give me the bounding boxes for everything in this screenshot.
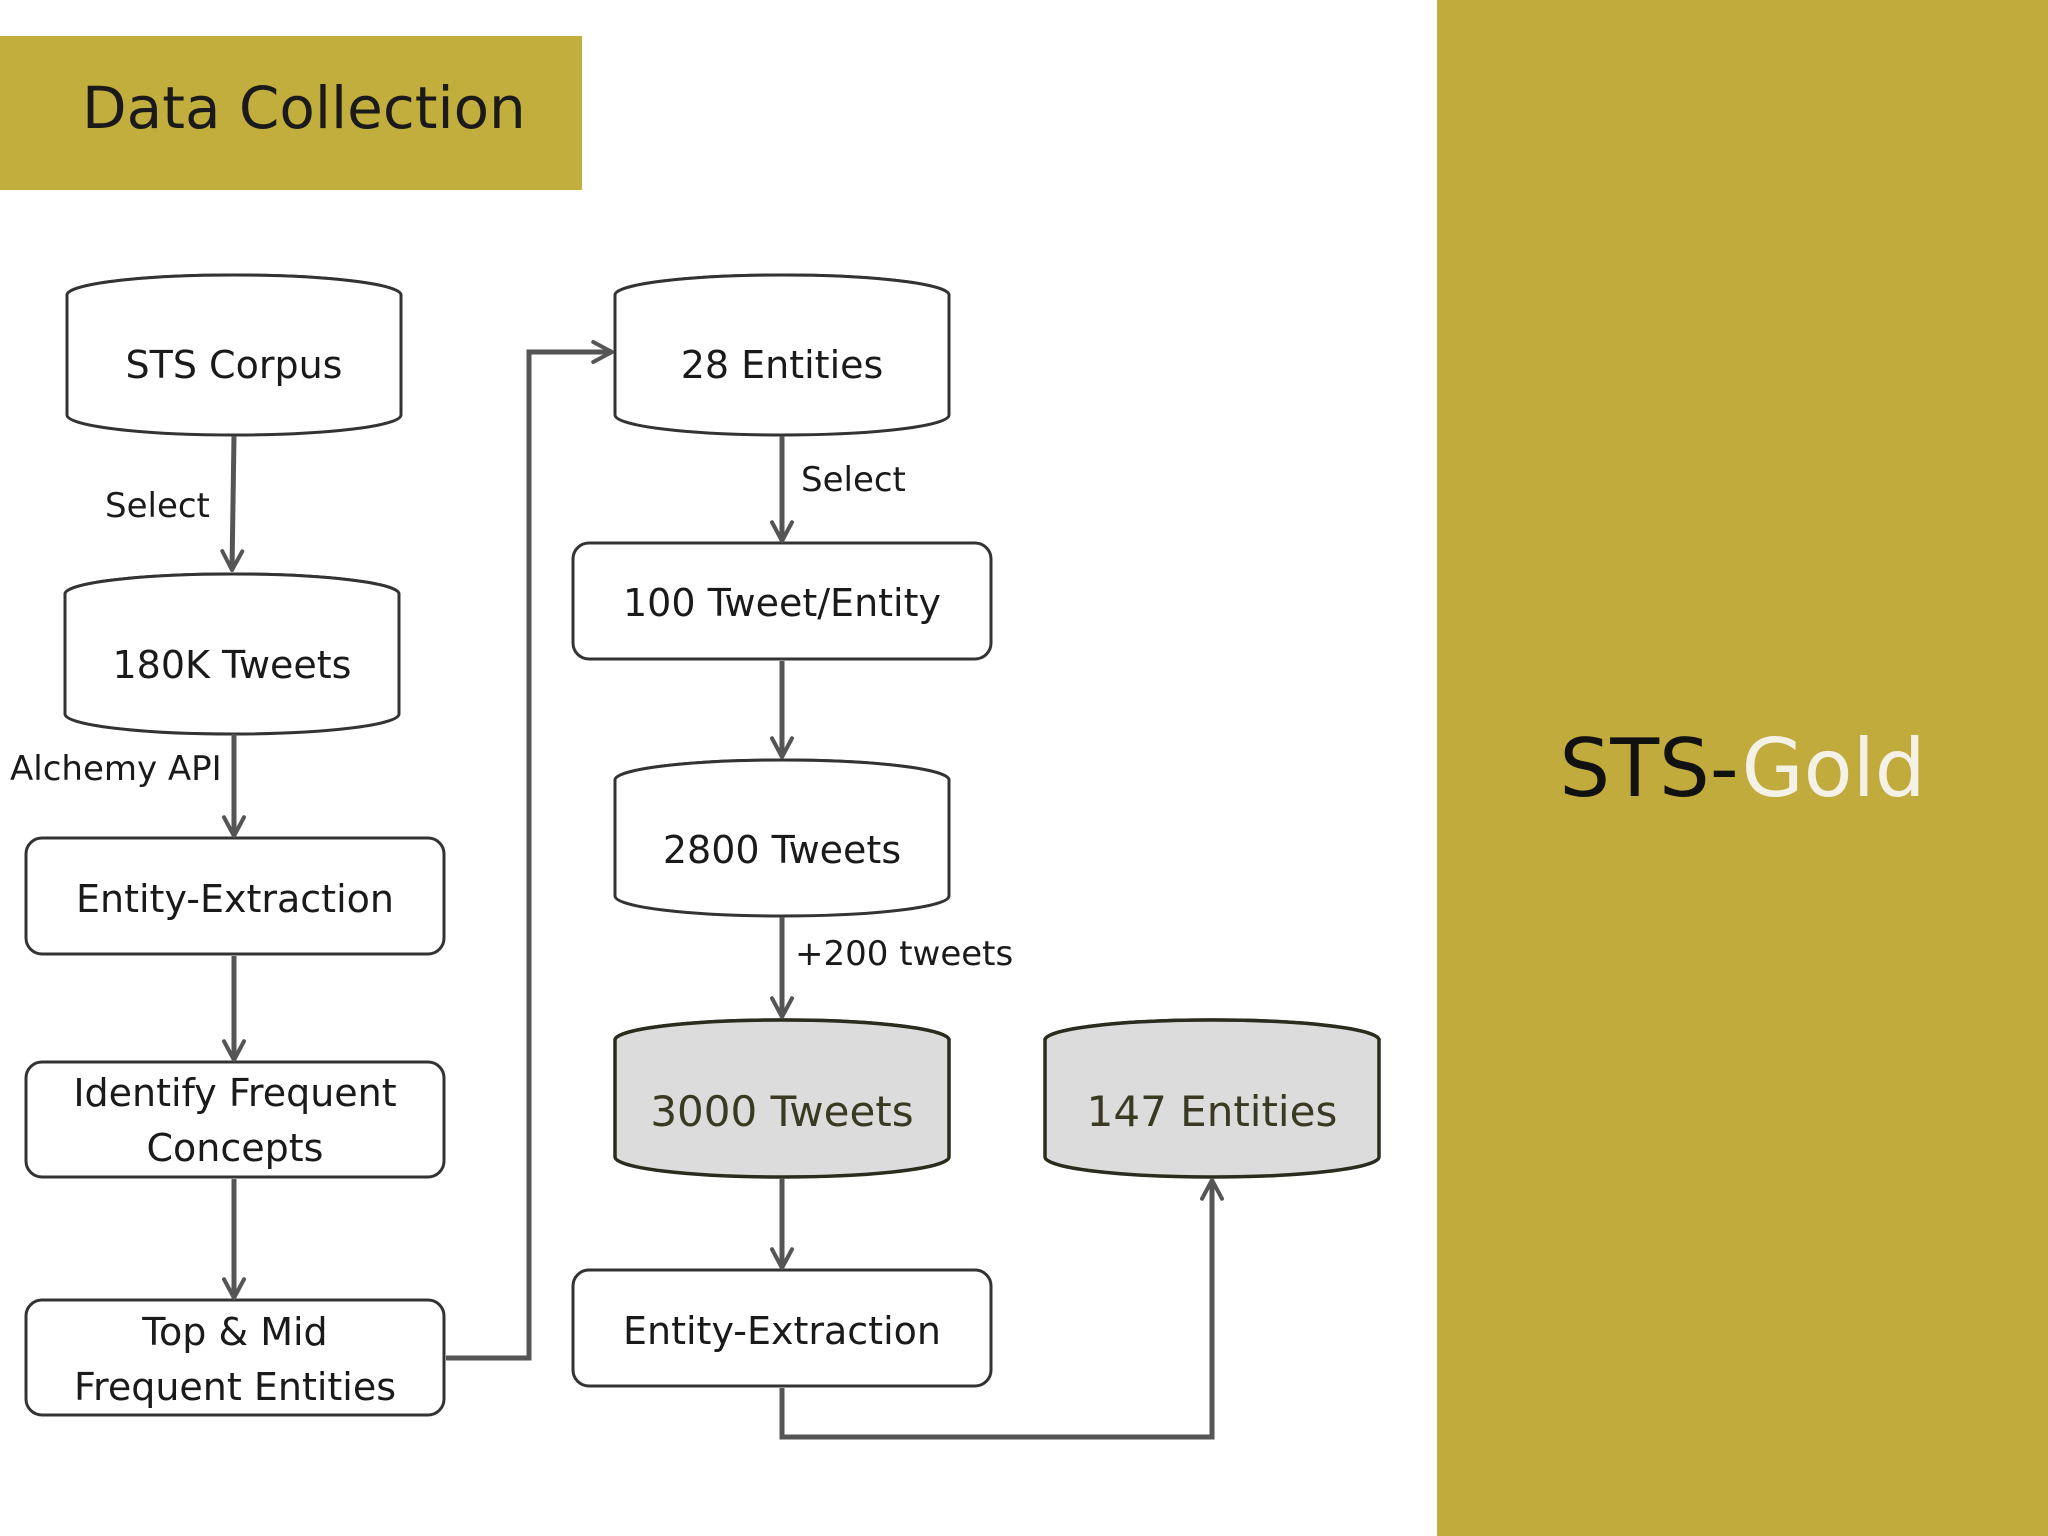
node-100-tweet-entity: 100 Tweet/Entity xyxy=(623,581,941,625)
node-147-entities: 147 Entities xyxy=(1087,1087,1338,1136)
node-2800-tweets: 2800 Tweets xyxy=(663,828,901,872)
title-bar xyxy=(0,36,582,190)
slide-title: Data Collection xyxy=(82,74,526,142)
node-sts-corpus: STS Corpus xyxy=(126,343,343,387)
side-title-part1: STS- xyxy=(1559,722,1742,815)
node-identify-frequent-line1: Identify Frequent xyxy=(73,1071,396,1115)
node-entity-extraction-2: Entity-Extraction xyxy=(623,1309,941,1353)
node-top-mid-line2: Frequent Entities xyxy=(74,1365,396,1409)
node-entity-extraction-1: Entity-Extraction xyxy=(76,877,394,921)
node-identify-frequent-line2: Concepts xyxy=(147,1126,324,1170)
box-100-tweet-entity: 100 Tweet/Entity xyxy=(571,541,993,661)
cylinder-180k-tweets: 180K Tweets xyxy=(63,572,401,736)
cylinder-3000-tweets: 3000 Tweets xyxy=(613,1018,951,1179)
box-entity-extraction-1: Entity-Extraction xyxy=(24,836,446,956)
arrow-corpus-to-180k xyxy=(220,435,245,572)
cylinder-28-entities: 28 Entities xyxy=(613,273,951,437)
arrow-topmid-to-28-entities xyxy=(446,340,614,1361)
node-28-entities: 28 Entities xyxy=(681,343,884,387)
edge-label-select-1: Select xyxy=(105,486,210,526)
side-title: STS-Gold xyxy=(1437,722,2048,815)
edge-label-select-2: Select xyxy=(801,460,906,500)
side-title-part2: Gold xyxy=(1741,722,1926,815)
box-entity-extraction-2: Entity-Extraction xyxy=(571,1268,993,1388)
cylinder-sts-corpus: STS Corpus xyxy=(65,273,403,437)
arrow-extraction-to-147 xyxy=(779,1178,1224,1440)
node-180k-tweets: 180K Tweets xyxy=(113,643,352,687)
cylinder-147-entities: 147 Entities xyxy=(1043,1018,1381,1179)
flow-diagram: STS Corpus 180K Tweets Entity-Extraction… xyxy=(10,273,1381,1440)
node-top-mid-line1: Top & Mid xyxy=(141,1310,327,1354)
cylinder-2800-tweets: 2800 Tweets xyxy=(613,758,951,918)
edge-label-alchemy-api: Alchemy API xyxy=(10,749,222,789)
box-identify-frequent-concepts: Identify Frequent Concepts xyxy=(24,1060,446,1179)
edge-label-plus-200: +200 tweets xyxy=(795,934,1013,974)
node-3000-tweets: 3000 Tweets xyxy=(650,1087,913,1136)
side-panel: STS-Gold xyxy=(1437,0,2048,1536)
box-top-mid-frequent-entities: Top & Mid Frequent Entities xyxy=(24,1298,446,1417)
